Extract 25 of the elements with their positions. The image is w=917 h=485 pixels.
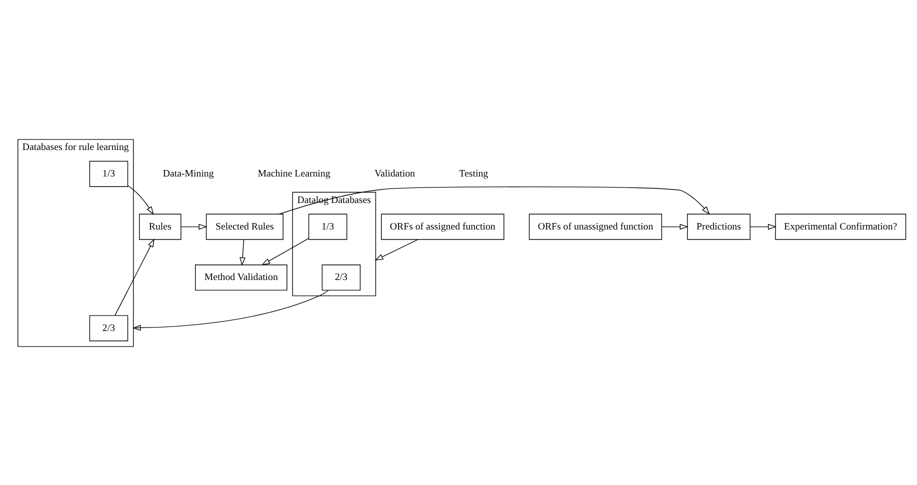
arrow xyxy=(114,238,154,316)
label: Testing xyxy=(458,168,488,180)
arrow xyxy=(261,238,308,265)
label: Validation xyxy=(374,168,414,180)
node-box: Experimental Confirmation? xyxy=(774,213,906,240)
node-box: ORFs of assigned function xyxy=(380,213,504,240)
arrow xyxy=(132,289,328,330)
node-box: Rules xyxy=(138,213,181,240)
arrow xyxy=(278,186,710,214)
node-box: Selected Rules xyxy=(205,213,283,240)
label: Data-Mining xyxy=(162,168,214,180)
arrow xyxy=(374,238,418,260)
arrow xyxy=(126,184,154,214)
arrow xyxy=(661,223,688,230)
arrow xyxy=(180,223,207,230)
arrow xyxy=(749,223,776,230)
node-box: 1/3 xyxy=(88,160,128,186)
node-box: 2/3 xyxy=(88,314,128,341)
node-box: Method Validation xyxy=(194,264,287,290)
arrow xyxy=(239,238,246,266)
node-box: 1/3 xyxy=(308,213,347,240)
node-box: ORFs of unassigned function xyxy=(528,213,662,240)
node-box: Predictions xyxy=(686,213,750,240)
node-box: 2/3 xyxy=(321,264,360,290)
label: Machine Learning xyxy=(257,168,330,180)
